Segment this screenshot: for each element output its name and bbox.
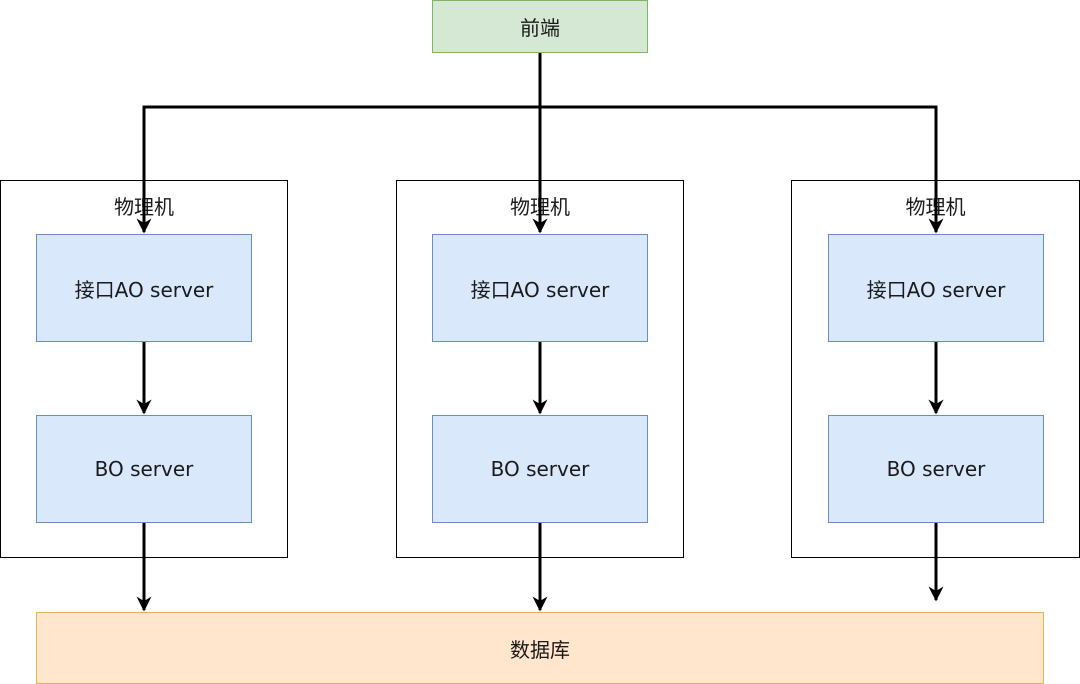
bo-server-label: BO server	[94, 457, 194, 481]
database-node: 数据库	[36, 612, 1044, 684]
physical-machine-label: 物理机	[114, 195, 174, 219]
ao-server-label: 接口AO server	[470, 277, 610, 302]
bo-server-node-2: BO server	[432, 415, 648, 523]
ao-server-label: 接口AO server	[866, 277, 1006, 302]
bo-server-label: BO server	[886, 457, 986, 481]
ao-server-node-2: 接口AO server	[432, 234, 648, 342]
frontend-node: 前端	[432, 0, 648, 53]
frontend-label: 前端	[520, 16, 560, 40]
ao-server-label: 接口AO server	[74, 277, 214, 302]
physical-machine-label: 物理机	[905, 195, 966, 219]
database-label: 数据库	[510, 637, 570, 662]
bo-server-node-1: BO server	[36, 415, 252, 523]
bo-server-label: BO server	[490, 457, 590, 481]
ao-server-node-3: 接口AO server	[828, 234, 1044, 342]
physical-machine-label: 物理机	[510, 195, 570, 219]
ao-server-node-1: 接口AO server	[36, 234, 252, 342]
bo-server-node-3: BO server	[828, 415, 1044, 523]
